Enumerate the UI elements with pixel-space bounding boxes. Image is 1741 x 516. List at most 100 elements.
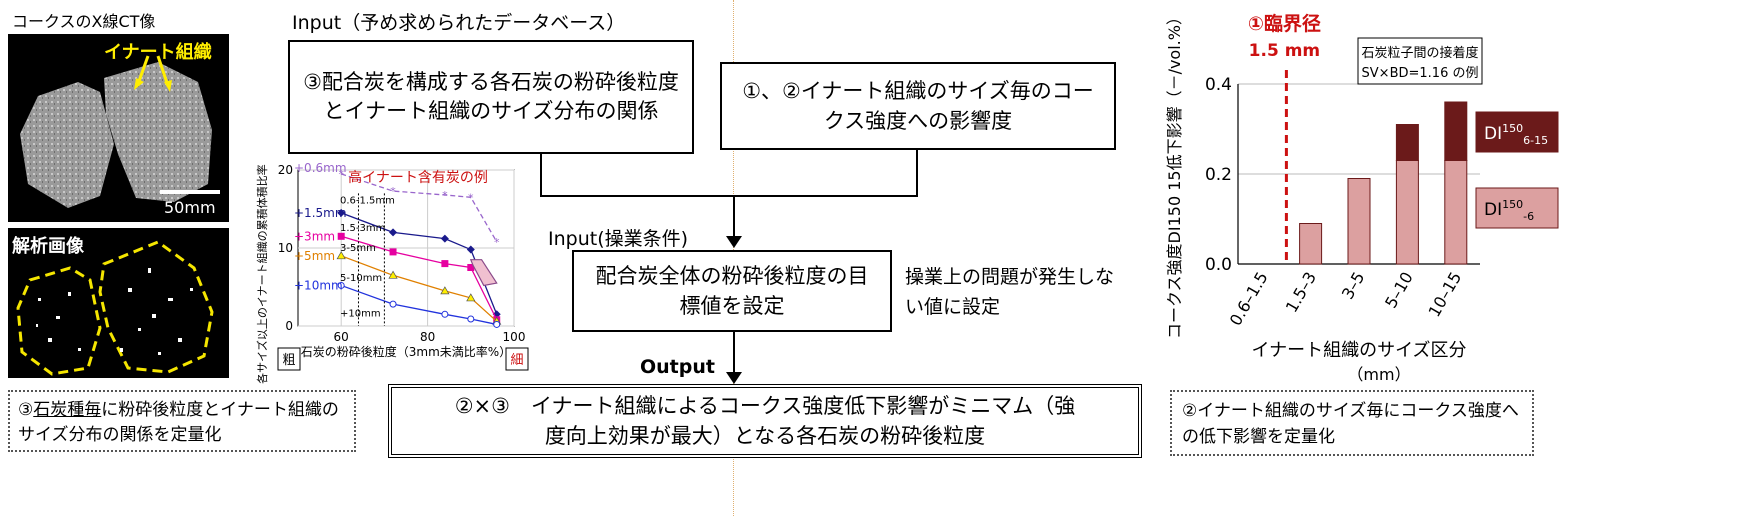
box-coal-size-relation: ③配合炭を構成する各石炭の粉砕後粒度とイナート組織のサイズ分布の関係 (288, 40, 694, 154)
data-point (441, 310, 449, 318)
x-axis-unit: （mm） (1347, 365, 1410, 384)
x-axis-label: イナート組織のサイズ区分 (1251, 340, 1466, 361)
left-note-prefix: ③ (18, 400, 34, 420)
data-point: * (494, 236, 500, 249)
box-inert-influence-text: ①、②イナート組織のサイズ毎のコークス強度への影響度 (742, 79, 1094, 133)
band-label: +10mm (340, 309, 381, 320)
band-label: 1.5-3mm (340, 223, 385, 234)
critical-title: ①臨界径 (1248, 12, 1321, 35)
bar-segment (1299, 223, 1323, 265)
connector-to-output (733, 332, 735, 376)
series-label: +1.5mm (294, 206, 347, 220)
data-point: * (390, 185, 396, 198)
x-tick-label: 0.6–1.5 (1226, 269, 1272, 330)
bar-segment (1395, 124, 1419, 161)
connector-left-down (540, 154, 542, 196)
data-point (466, 245, 475, 254)
output-text: ②×③ イナート組織によるコークス強度低下影響がミニマム（強度向上効果が最大）と… (454, 394, 1076, 448)
bar-segment (1347, 178, 1371, 265)
chart-title: 高イナート含有炭の例 (348, 169, 488, 186)
connector-right-down (916, 150, 918, 196)
coke-lump-right (104, 62, 212, 202)
left-note-underlined: 石炭種毎 (33, 400, 102, 420)
y-tick-label: 0 (285, 319, 293, 333)
data-point (467, 315, 475, 323)
right-note-text: ②イナート組織のサイズ毎にコークス強度への低下影響を定量化 (1182, 401, 1519, 447)
input-op-label: Input(操業条件) (548, 228, 689, 250)
input-db-label: Input（予め求められたデータベース） (292, 12, 626, 34)
fine-box (505, 347, 529, 371)
critical-value: 1.5 mm (1249, 41, 1320, 61)
y-axis-label: コークス強度DI150 15低下影響（－/vol.%） (1165, 9, 1184, 339)
data-point (466, 293, 476, 302)
data-point: * (468, 191, 474, 204)
output-label: Output (640, 356, 715, 378)
inert-label: イナート組織 (104, 42, 212, 63)
arrow-to-output (726, 372, 742, 384)
data-point (389, 228, 398, 237)
data-point (441, 260, 449, 268)
coke-lump-left (20, 82, 114, 208)
series-label: +10mm (294, 278, 343, 292)
ct-image: イナート組織 50mm (8, 34, 229, 222)
x-tick-label: 5–10 (1381, 269, 1417, 312)
legend-line-1: 石炭粒子間の接着度 (1361, 45, 1478, 61)
data-point (337, 208, 346, 217)
data-point (388, 270, 398, 279)
legend-box (1357, 37, 1483, 85)
data-point (337, 281, 345, 289)
operation-side-note: 操業上の問題が発生しない値に設定 (905, 266, 1115, 318)
fine-label: 細 (510, 353, 523, 368)
target-size-text: 配合炭全体の粉砕後粒度の目標値を設定 (595, 264, 869, 318)
x-tick-label: 80 (420, 330, 435, 344)
data-point (440, 234, 449, 243)
data-point (389, 300, 397, 308)
data-point (336, 251, 346, 260)
series-label: +5mm (294, 249, 335, 263)
output-box: ②×③ イナート組織によるコークス強度低下影響がミニマム（強度向上効果が最大）と… (388, 384, 1142, 458)
series-label: +0.6mm (294, 161, 347, 175)
trend-arrow (469, 259, 498, 287)
connector-horizontal (540, 195, 918, 197)
box-inert-influence: ①、②イナート組織のサイズ毎のコークス強度への影響度 (720, 62, 1116, 150)
data-point (337, 232, 345, 240)
series-label: DI150-6 (1484, 198, 1534, 223)
data-point: * (442, 189, 448, 202)
y-tick-label: 0.0 (1205, 255, 1232, 275)
y-axis-label: 各サイズ以上のイナート組織の累積体積比率（vol.%） (255, 158, 269, 384)
data-point: * (338, 168, 344, 181)
y-tick-label: 20 (278, 163, 293, 177)
left-note-rest: に粉砕後粒度とイナート組織のサイズ分布の関係を定量化 (18, 400, 339, 445)
x-axis-label: 石炭の粉砕後粒度（3mm未満比率%） (301, 344, 511, 359)
y-tick-label: 10 (278, 241, 293, 255)
x-tick-label: 3–5 (1338, 269, 1369, 303)
series-line (340, 173, 498, 243)
analysis-title: 解析画像 (12, 236, 84, 257)
scale-bar-label: 50mm (164, 198, 216, 217)
y-tick-label: 0.2 (1205, 165, 1232, 185)
bar-segment (1444, 160, 1468, 265)
target-size-box: 配合炭全体の粉砕後粒度の目標値を設定 (572, 250, 892, 332)
left-note: ③石炭種毎に粉砕後粒度とイナート組織のサイズ分布の関係を定量化 (8, 390, 356, 452)
bar-segment (1395, 160, 1419, 265)
x-tick-label: 100 (503, 330, 526, 344)
ct-title: コークスのX線CT像 (12, 12, 156, 31)
legend-line-2: SV×BD=1.16 の例 (1362, 66, 1479, 81)
box-coal-size-relation-text: ③配合炭を構成する各石炭の粉砕後粒度とイナート組織のサイズ分布の関係 (303, 70, 679, 123)
band-label: 5-10mm (340, 273, 382, 284)
x-tick-label: 10–15 (1424, 269, 1465, 321)
connector-main-down (733, 195, 735, 240)
arrow-to-target (726, 236, 742, 248)
data-point (467, 264, 475, 271)
series-label-box (1475, 111, 1559, 153)
y-tick-label: 0.4 (1205, 75, 1232, 95)
coarse-label: 粗 (282, 353, 295, 368)
coarse-box (277, 347, 301, 371)
band-label: 0.6-1.5mm (340, 196, 395, 207)
data-point (389, 248, 397, 256)
data-point (440, 286, 450, 295)
series-label-box (1475, 187, 1559, 229)
analysis-image: 解析画像 (8, 228, 229, 378)
